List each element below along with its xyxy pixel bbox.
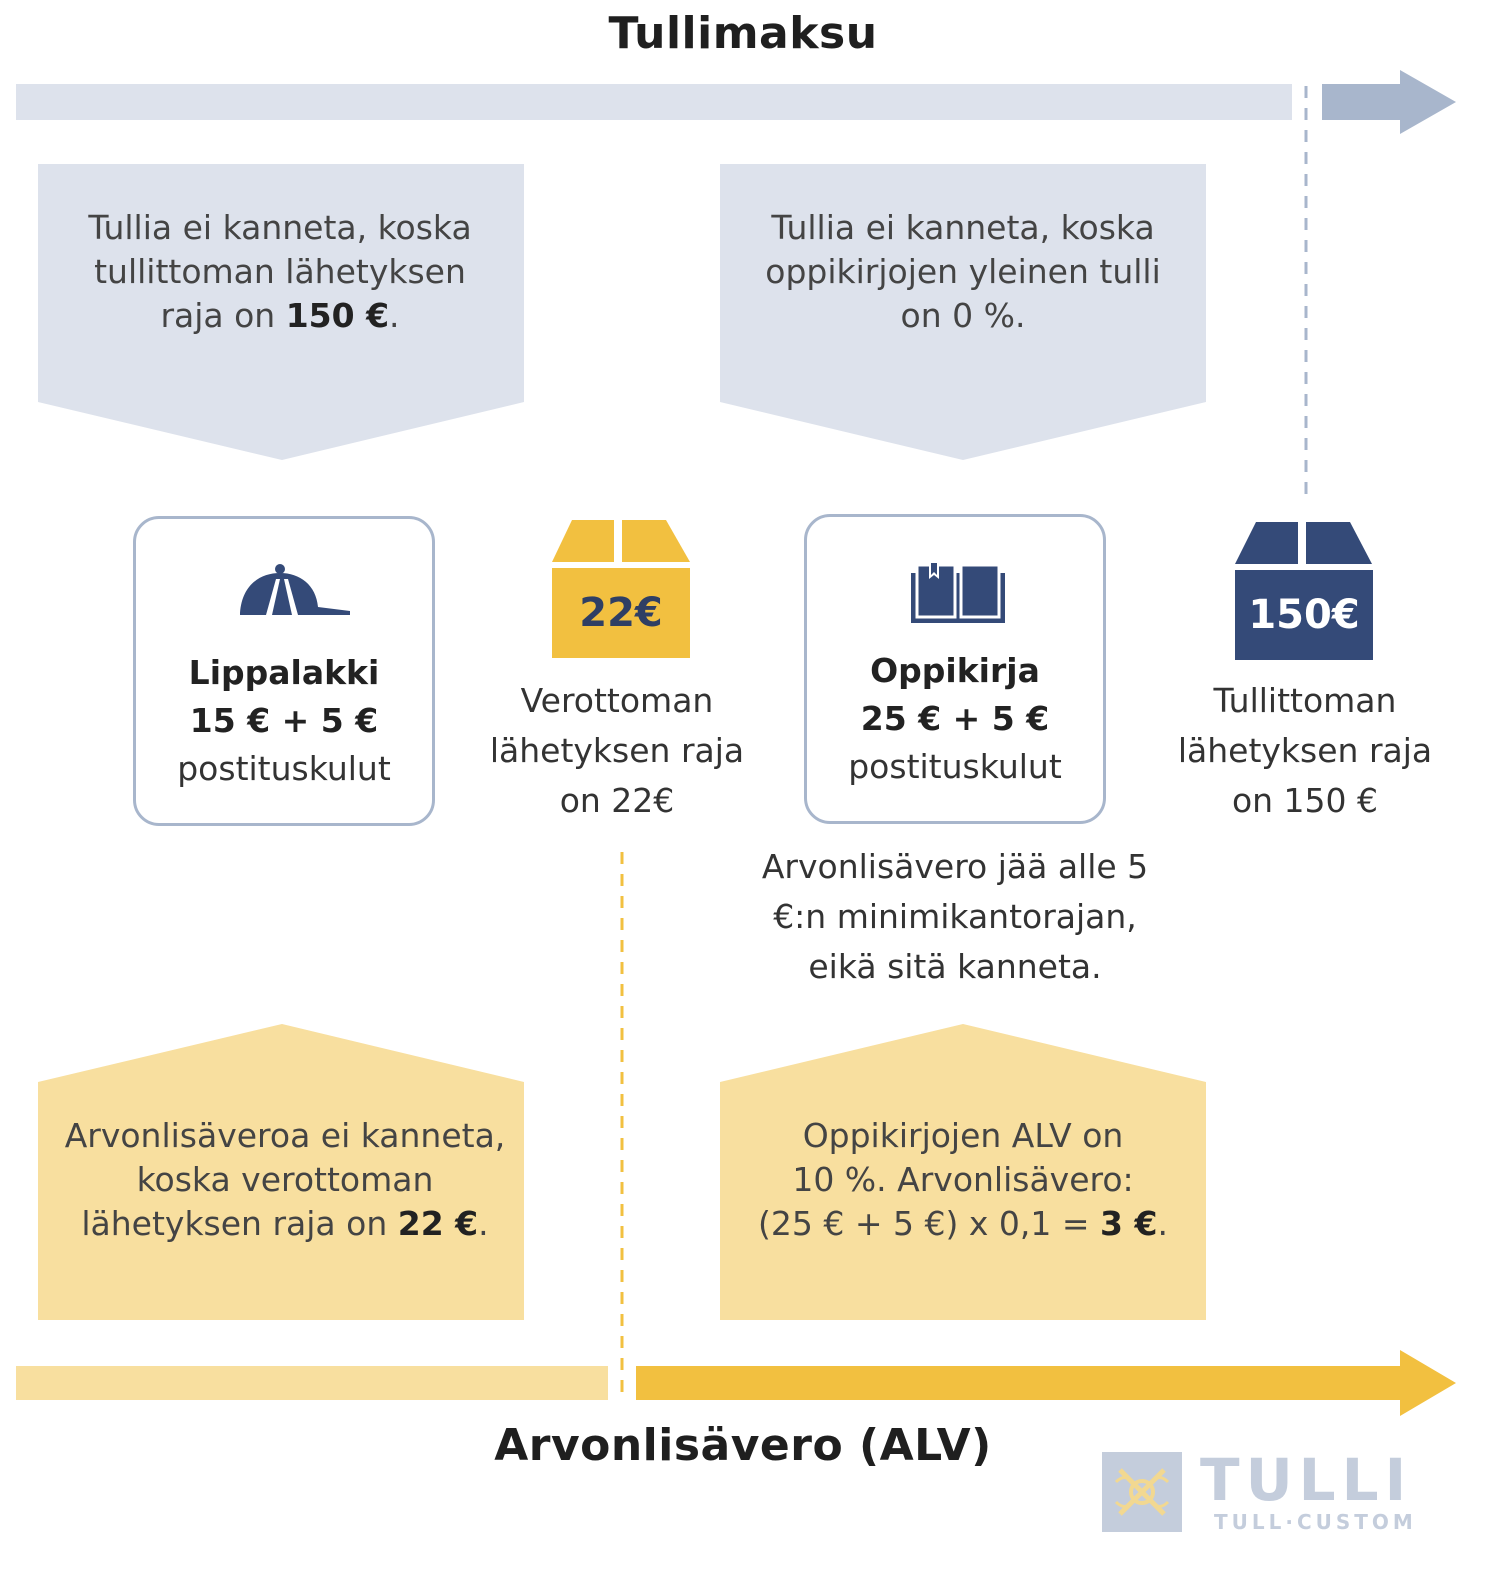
vat-box-left-shape <box>38 1024 524 1320</box>
vat-title: Arvonlisävero (ALV) <box>494 1420 992 1471</box>
cap-icon <box>240 564 350 615</box>
vat-arrow <box>636 1350 1456 1416</box>
book-icon <box>911 563 1005 623</box>
tulli-logo: TULLI TULL·CUSTOM <box>1102 1446 1462 1536</box>
cap-price: 15 € + 5 € <box>189 701 379 740</box>
customs-arrow <box>1322 70 1456 134</box>
customs-box-left-text: Tullia ei kanneta, koska tullittoman läh… <box>88 208 472 335</box>
vat-box-left-text: Arvonlisäveroa ei kanneta, koska verotto… <box>64 1116 506 1243</box>
cap-shipping: postituskulut <box>177 749 391 788</box>
customs-title: Tullimaksu <box>608 8 878 59</box>
cap-name: Lippalakki <box>188 653 380 692</box>
vat-bar-light <box>16 1366 608 1400</box>
logo-name: TULLI <box>1200 1446 1413 1514</box>
vat-note: Arvonlisävero jää alle 5 €:n minimikanto… <box>761 847 1149 986</box>
book-shipping: postituskulut <box>848 747 1062 786</box>
vat-box-right-shape <box>720 1024 1206 1320</box>
customs-box-right-text: Tullia ei kanneta, koska oppikirjojen yl… <box>765 208 1161 335</box>
package-22-price: 22€ <box>579 590 663 636</box>
cap-card: Lippalakki 15 € + 5 € postituskulut <box>133 516 435 826</box>
book-card: Oppikirja 25 € + 5 € postituskulut <box>804 514 1106 824</box>
package-150-price: 150€ <box>1248 592 1360 638</box>
book-price: 25 € + 5 € <box>860 699 1050 738</box>
package-22-icon <box>552 520 690 658</box>
logo-tagline: TULL·CUSTOM <box>1214 1510 1417 1534</box>
package-22-label: Verottoman lähetyksen raja on 22€ <box>489 681 745 820</box>
package-150-icon <box>1235 522 1373 660</box>
package-150-label: Tullittoman lähetyksen raja on 150 € <box>1177 681 1433 820</box>
logo-emblem-icon <box>1102 1452 1182 1532</box>
book-name: Oppikirja <box>870 651 1040 690</box>
customs-bar-light <box>16 84 1292 120</box>
customs-box-left-shape <box>38 164 524 460</box>
customs-box-right-shape <box>720 164 1206 460</box>
vat-box-right-text: Oppikirjojen ALV on 10 %. Arvonlisävero:… <box>758 1116 1168 1243</box>
